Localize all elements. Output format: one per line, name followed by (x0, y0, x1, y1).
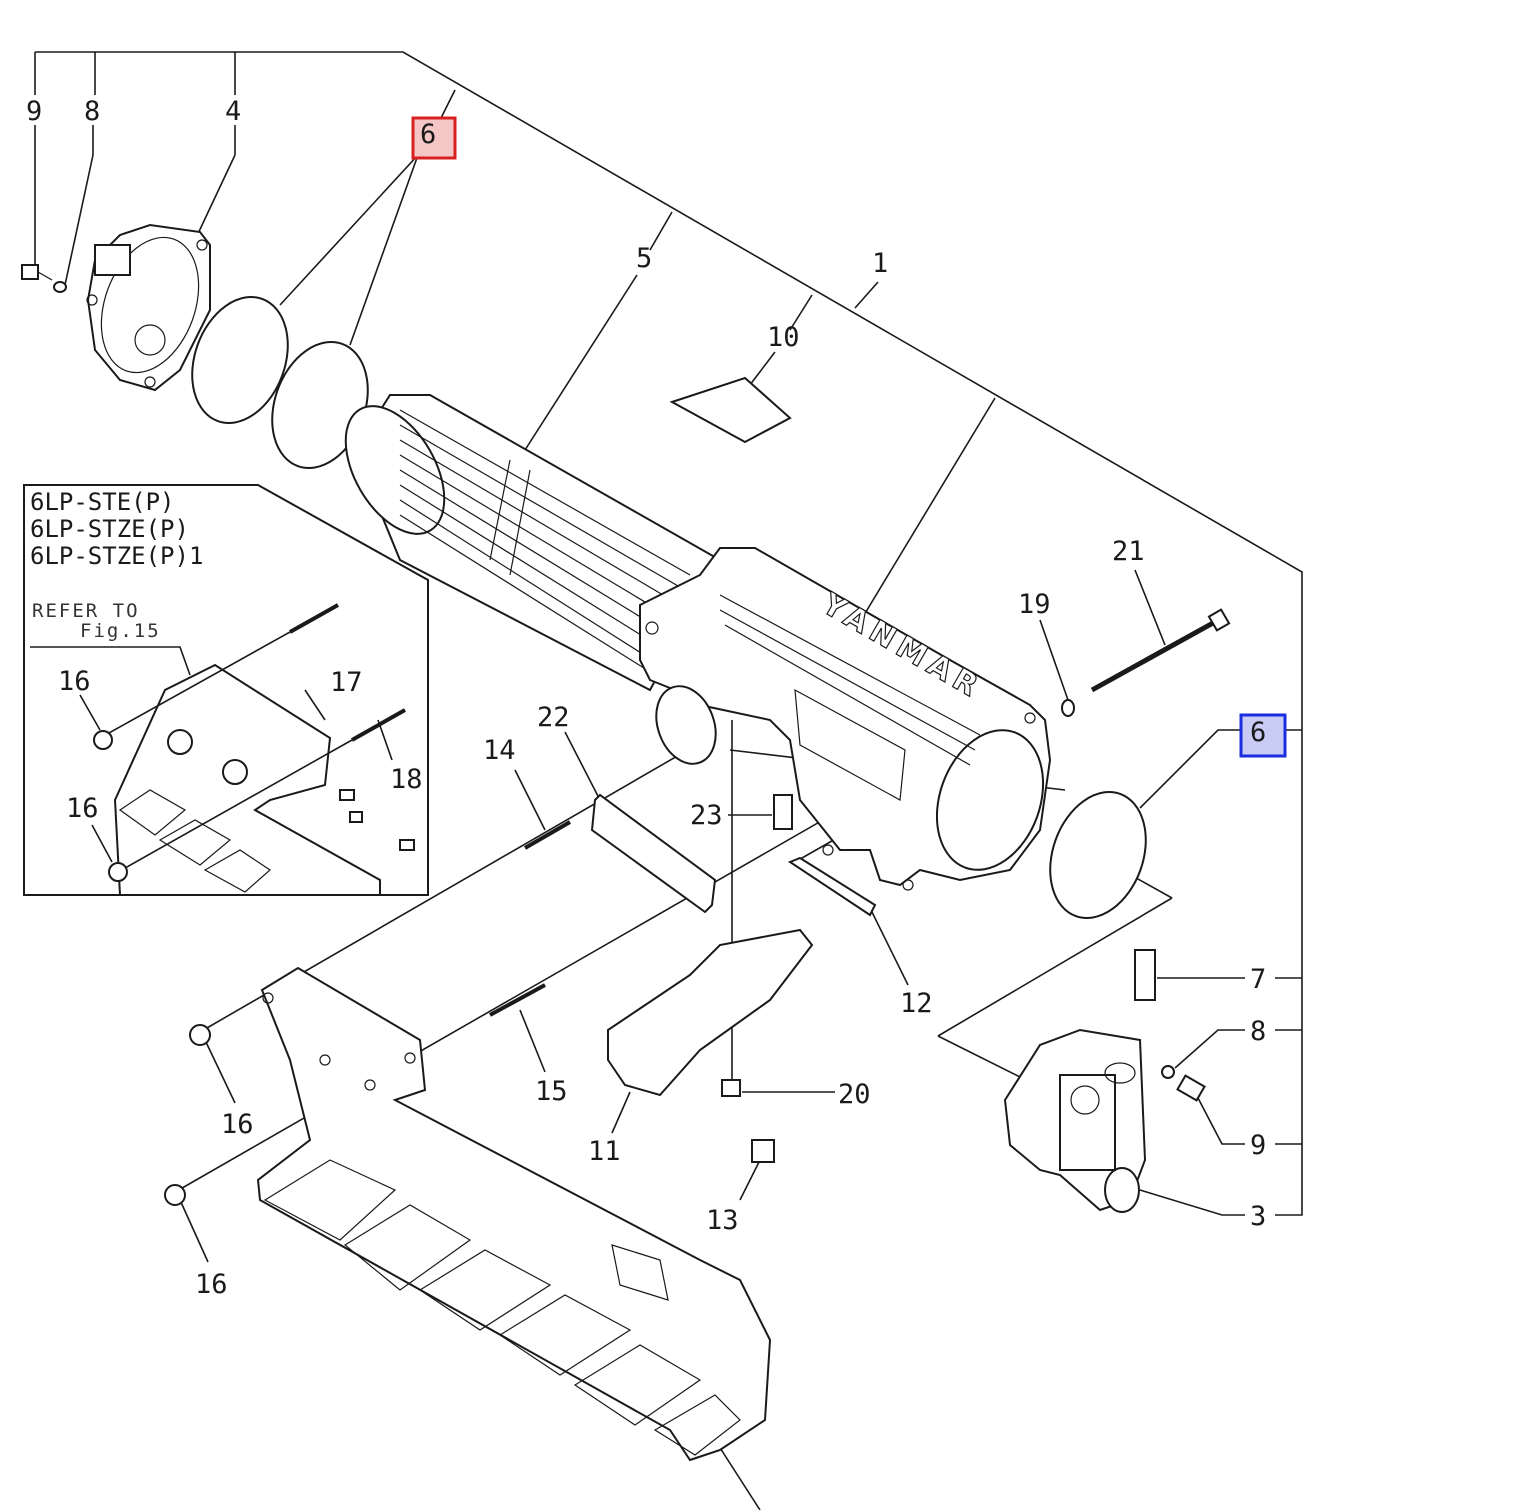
plug-part-23 (773, 794, 793, 830)
callout-4[interactable]: 4 (225, 96, 241, 127)
washer-left-part-8 (53, 281, 67, 293)
stud-part-15 (489, 983, 546, 1017)
callout-15[interactable]: 15 (535, 1076, 568, 1107)
bracket-part-11 (607, 928, 814, 1097)
callout-10[interactable]: 10 (767, 322, 800, 353)
highlight-box-top[interactable] (411, 116, 457, 160)
callout-9-right[interactable]: 9 (1250, 1130, 1266, 1161)
end-cover-part-4 (86, 223, 211, 392)
callout-16-a[interactable]: 16 (58, 666, 91, 697)
callout-6-right[interactable]: 6 (1250, 717, 1266, 748)
bolt-part-20 (721, 1079, 741, 1097)
callout-9-left[interactable]: 9 (26, 96, 42, 127)
long-bolt-part-21 (1090, 608, 1231, 693)
o-ring-right (1049, 791, 1147, 919)
gasket-part-22 (590, 793, 717, 914)
callout-23[interactable]: 23 (690, 800, 723, 831)
highlight-box-right[interactable] (1239, 713, 1287, 758)
callout-3[interactable]: 3 (1250, 1201, 1266, 1232)
callout-1[interactable]: 1 (872, 248, 888, 279)
callout-labels: 9 8 4 6 5 1 10 21 19 6 22 14 23 7 12 8 1… (26, 96, 1266, 1300)
inset-model-3: 6LP-STZE(P)1 (30, 542, 203, 570)
callout-12[interactable]: 12 (900, 988, 933, 1019)
bolt-part-7 (1134, 949, 1156, 1001)
bolt-part-13 (751, 1139, 775, 1163)
callout-16-d[interactable]: 16 (195, 1269, 228, 1300)
callout-22[interactable]: 22 (537, 702, 570, 733)
callout-14[interactable]: 14 (483, 735, 516, 766)
end-cover-part-3 (1003, 1028, 1147, 1213)
inset-model-1: 6LP-STE(P) (30, 488, 175, 516)
washer-part-19 (1061, 699, 1075, 717)
stud-part-14 (523, 820, 572, 850)
callout-8-left[interactable]: 8 (84, 96, 100, 127)
cooler-core-part-5 (344, 394, 722, 692)
inset-model-2: 6LP-STZE(P) (30, 515, 189, 543)
link-part-12 (787, 856, 877, 917)
o-ring-left-a (191, 296, 289, 424)
refer-fig-text[interactable]: Fig.15 (80, 620, 161, 642)
label-plate-part-10 (669, 376, 792, 444)
callout-11[interactable]: 11 (588, 1136, 621, 1167)
callout-7[interactable]: 7 (1250, 964, 1266, 995)
intake-manifold (256, 966, 772, 1462)
callout-5[interactable]: 5 (636, 243, 652, 274)
bolt-right-part-9 (1176, 1074, 1206, 1102)
bolt-left-part-9 (21, 264, 53, 281)
nut-part-16-a (189, 1024, 211, 1046)
callout-17[interactable]: 17 (330, 667, 363, 698)
callout-8-right[interactable]: 8 (1250, 1016, 1266, 1047)
nut-part-16-b (164, 1184, 186, 1206)
callout-16-c[interactable]: 16 (221, 1109, 254, 1140)
inset-box: 6LP-STE(P) 6LP-STZE(P) 6LP-STZE(P)1 REFE… (23, 484, 429, 896)
refer-text[interactable]: REFER TO (32, 600, 140, 622)
callout-21[interactable]: 21 (1112, 536, 1145, 567)
cooler-housing-part-1: YANMAR (639, 547, 1052, 891)
callout-16-b[interactable]: 16 (66, 793, 99, 824)
callout-18[interactable]: 18 (390, 764, 423, 795)
callout-19[interactable]: 19 (1018, 589, 1051, 620)
callout-6-top[interactable]: 6 (420, 119, 436, 150)
callout-20[interactable]: 20 (838, 1079, 871, 1110)
washer-right-part-8 (1161, 1065, 1175, 1079)
callout-13[interactable]: 13 (706, 1205, 739, 1236)
